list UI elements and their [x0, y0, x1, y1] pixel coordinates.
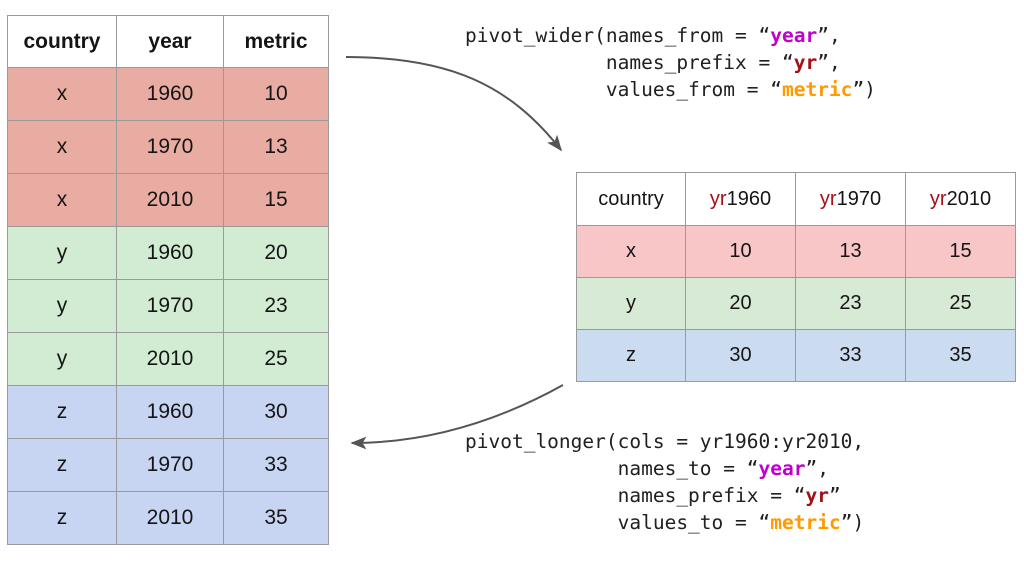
- long-header-country: country: [7, 15, 117, 68]
- wide-cell-country: y: [576, 277, 686, 330]
- long-cell-metric: 30: [223, 385, 329, 439]
- code-token-plain: ”: [828, 484, 841, 507]
- pivot-wider-code: pivot_wider(names_from = “year”, names_p…: [465, 22, 876, 103]
- wide-header-yr1970: yr1970: [795, 172, 906, 226]
- code-line: names_prefix = “yr”: [465, 482, 864, 509]
- yr-year-label: 1970: [836, 187, 882, 210]
- wide-cell-yr1960: 20: [685, 277, 796, 330]
- wide-cell-yr2010: 25: [905, 277, 1016, 330]
- long-cell-year: 2010: [116, 173, 224, 227]
- long-cell-year: 1960: [116, 226, 224, 280]
- code-token-metric: metric: [770, 511, 841, 534]
- long-header-year: year: [116, 15, 224, 68]
- long-cell-country: y: [7, 226, 117, 280]
- long-cell-metric: 23: [223, 279, 329, 333]
- long-cell-year: 1970: [116, 120, 224, 174]
- wide-header-yr2010: yr2010: [905, 172, 1016, 226]
- long-cell-year: 2010: [116, 332, 224, 386]
- pivot-longer-code: pivot_longer(cols = yr1960:yr2010, names…: [465, 428, 864, 536]
- long-cell-year: 2010: [116, 491, 224, 545]
- code-line: values_from = “metric”): [465, 76, 876, 103]
- wide-cell-yr1970: 23: [795, 277, 906, 330]
- wide-cell-country: x: [576, 225, 686, 278]
- code-token-plain: ”,: [817, 51, 841, 74]
- yr-prefix-label: yr: [819, 187, 837, 210]
- code-token-yr: yr: [793, 51, 818, 74]
- long-cell-year: 1970: [116, 279, 224, 333]
- wide-header-yr1960: yr1960: [685, 172, 796, 226]
- wide-cell-yr1960: 30: [685, 329, 796, 382]
- long-cell-metric: 15: [223, 173, 329, 227]
- long-cell-year: 1960: [116, 67, 224, 121]
- long-cell-country: z: [7, 438, 117, 492]
- wide-cell-country: z: [576, 329, 686, 382]
- wide-cell-yr1970: 13: [795, 225, 906, 278]
- long-table-header-row: country year metric: [7, 15, 329, 68]
- yr-year-label: 1960: [726, 187, 772, 210]
- long-cell-metric: 35: [223, 491, 329, 545]
- yr-prefix-label: yr: [709, 187, 727, 210]
- long-header-metric: metric: [223, 15, 329, 68]
- wide-cell-yr2010: 15: [905, 225, 1016, 278]
- code-token-plain: ”,: [817, 24, 841, 47]
- code-line: names_to = “year”,: [465, 455, 864, 482]
- code-token-plain: pivot_longer(cols = yr1960:yr2010,: [465, 430, 865, 453]
- wide-cell-yr1970: 33: [795, 329, 906, 382]
- code-token-plain: names_prefix = “: [465, 51, 794, 74]
- code-line: names_prefix = “yr”,: [465, 49, 876, 76]
- long-cell-year: 1970: [116, 438, 224, 492]
- code-token-plain: names_prefix = “: [465, 484, 806, 507]
- wide-header-country: country: [576, 172, 686, 226]
- long-cell-metric: 20: [223, 226, 329, 280]
- long-cell-metric: 33: [223, 438, 329, 492]
- long-cell-country: y: [7, 332, 117, 386]
- code-token-metric: metric: [781, 78, 853, 101]
- code-token-plain: ”,: [805, 457, 829, 480]
- code-token-plain: ”): [852, 78, 876, 101]
- code-token-yr: yr: [805, 484, 829, 507]
- code-token-year: year: [758, 457, 806, 480]
- yr-year-label: 2010: [946, 187, 992, 210]
- long-cell-metric: 25: [223, 332, 329, 386]
- code-token-plain: names_to = “: [465, 457, 759, 480]
- code-token-plain: values_from = “: [465, 78, 782, 101]
- code-token-plain: values_to = “: [465, 511, 771, 534]
- yr-prefix-label: yr: [929, 187, 947, 210]
- code-line: pivot_wider(names_from = “year”,: [465, 22, 876, 49]
- long-cell-year: 1960: [116, 385, 224, 439]
- long-cell-metric: 13: [223, 120, 329, 174]
- code-token-plain: ”): [840, 511, 865, 534]
- long-cell-country: z: [7, 491, 117, 545]
- code-token-plain: pivot_wider(names_from = “: [465, 24, 771, 47]
- long-cell-country: x: [7, 67, 117, 121]
- code-line: pivot_longer(cols = yr1960:yr2010,: [465, 428, 864, 455]
- wide-cell-yr2010: 35: [905, 329, 1016, 382]
- long-cell-country: x: [7, 120, 117, 174]
- code-line: values_to = “metric”): [465, 509, 865, 536]
- long-cell-metric: 10: [223, 67, 329, 121]
- code-token-year: year: [770, 24, 818, 47]
- long-cell-country: z: [7, 385, 117, 439]
- long-cell-country: x: [7, 173, 117, 227]
- long-cell-country: y: [7, 279, 117, 333]
- wide-cell-yr1960: 10: [685, 225, 796, 278]
